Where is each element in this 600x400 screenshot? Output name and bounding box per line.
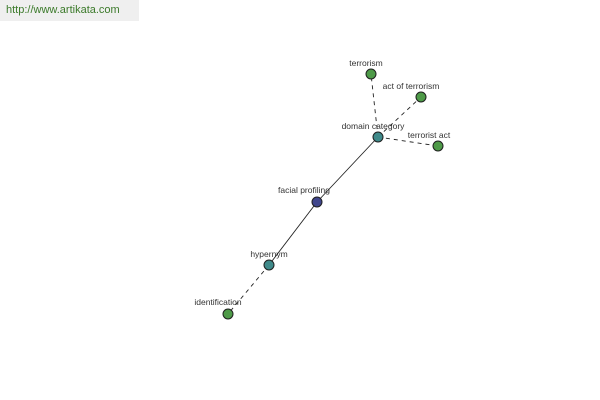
site-url-link[interactable]: http://www.artikata.com (0, 0, 139, 21)
node-facial-profiling[interactable] (311, 196, 323, 208)
node-terrorist-act[interactable] (432, 140, 444, 152)
node-act-of-terrorism[interactable] (415, 91, 427, 103)
edge-facial-profiling-to-hypernym (268, 201, 318, 266)
edge-domain-category-to-terrorist-act (377, 136, 439, 147)
node-label-identification[interactable]: identification (194, 297, 242, 307)
node-hypernym[interactable] (263, 259, 275, 271)
edge-hypernym-to-identification (227, 264, 270, 315)
edge-facial-profiling-to-domain-category (316, 136, 379, 203)
edge-domain-category-to-terrorism (370, 73, 379, 138)
node-label-hypernym[interactable]: hypernym (250, 249, 287, 259)
edge-domain-category-to-act-of-terrorism (377, 96, 422, 138)
node-label-domain-category[interactable]: domain category (342, 121, 406, 131)
node-label-terrorist-act[interactable]: terrorist act (408, 130, 451, 140)
node-label-act-of-terrorism[interactable]: act of terrorism (383, 81, 440, 91)
node-domain-category[interactable] (372, 131, 384, 143)
node-label-terrorism[interactable]: terrorism (349, 58, 383, 68)
node-identification[interactable] (222, 308, 234, 320)
node-terrorism[interactable] (365, 68, 377, 80)
node-label-facial-profiling[interactable]: facial profiling (278, 185, 330, 195)
